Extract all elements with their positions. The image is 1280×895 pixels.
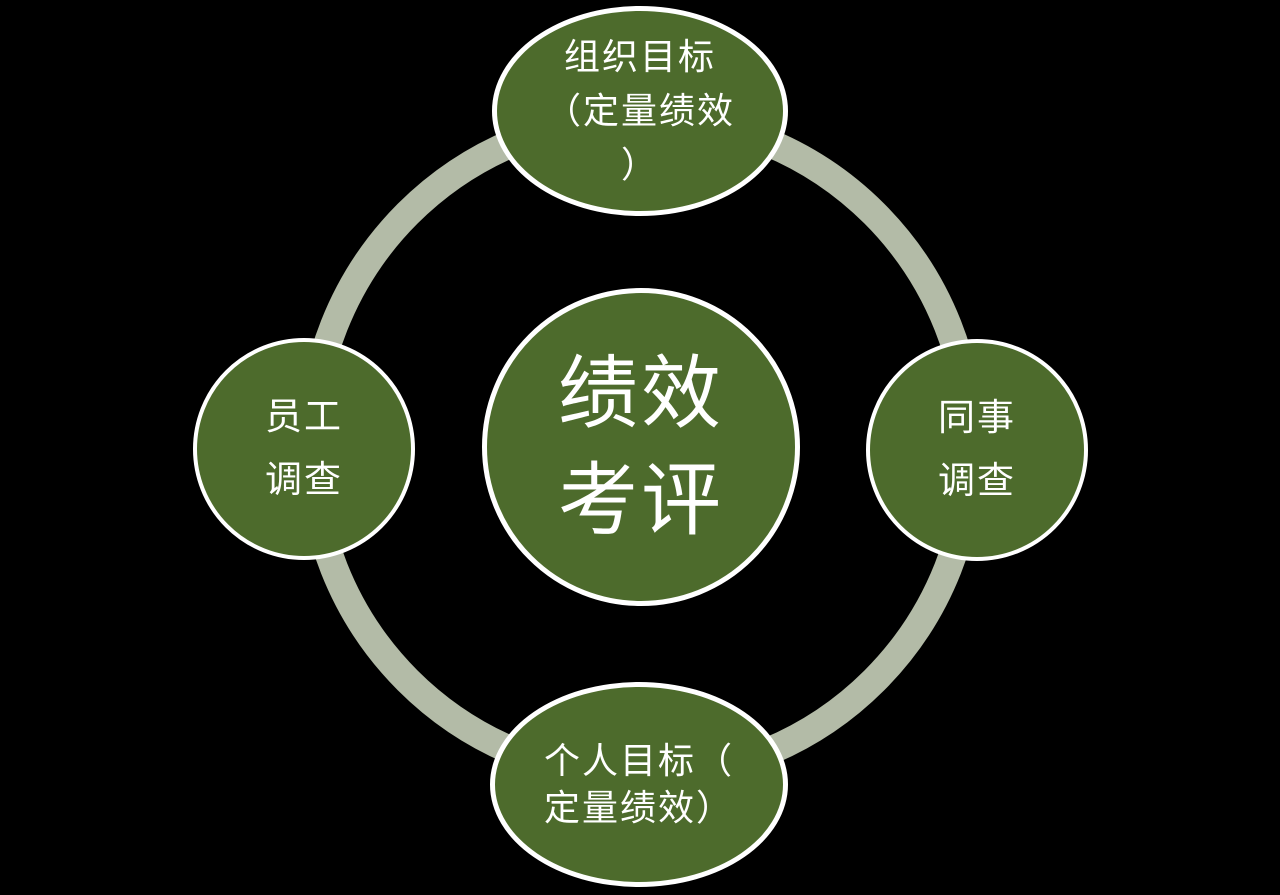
node-text-line: 组织目标 — [563, 36, 716, 77]
node-personal-goals: 个人目标（ 定量绩效） — [490, 682, 788, 887]
node-text-line: 同事 — [938, 397, 1016, 439]
node-performance-review-center: 绩效 考评 — [482, 288, 800, 606]
node-text-line: 调查 — [938, 460, 1016, 501]
node-text-line: 调查 — [265, 459, 343, 500]
node-text-line: （定量绩效 — [544, 90, 735, 131]
node-text-line: 定量绩效） — [543, 786, 734, 828]
node-colleague-survey: 同事 调查 — [866, 339, 1088, 561]
node-organization-goals: 组织目标 （定量绩效 ） — [492, 6, 788, 216]
node-text-line: 考评 — [558, 456, 724, 545]
node-text-line: ） — [620, 144, 659, 185]
node-text-line: 绩效 — [558, 348, 724, 438]
node-text-line: 员工 — [265, 396, 343, 438]
node-employee-survey: 员工 调查 — [193, 338, 415, 560]
node-text-line: 个人目标（ — [543, 739, 734, 781]
